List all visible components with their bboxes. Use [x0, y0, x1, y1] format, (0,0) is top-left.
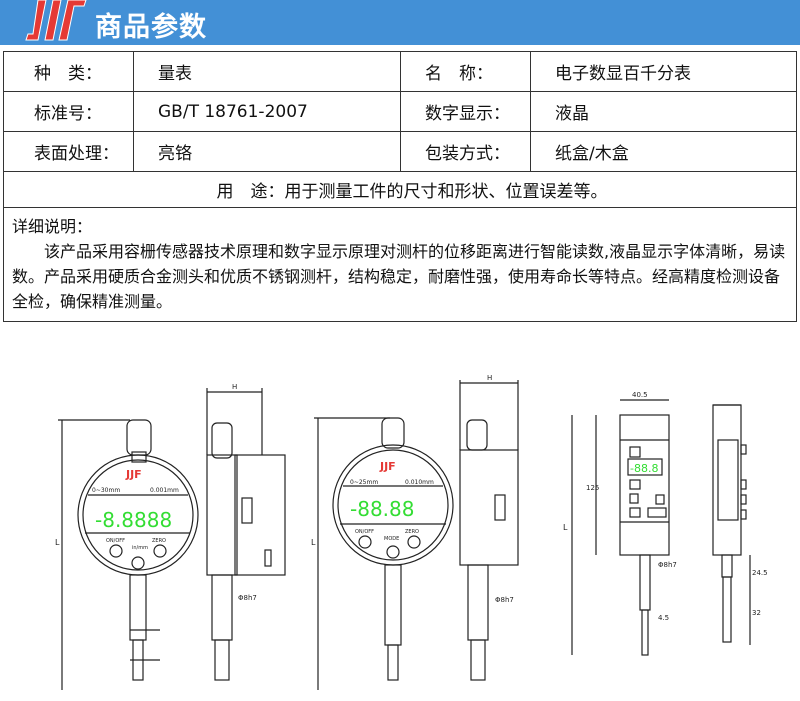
detail-title: 详细说明： — [12, 217, 93, 236]
height-dim-label: 125 — [586, 484, 599, 492]
width-dim-label: 40.5 — [632, 391, 648, 399]
lcd-reading: -88.8 — [630, 462, 658, 475]
spec-table: 种 类： 量表 名 称： 电子数显百千分表 标准号： GB/T 18761-20… — [3, 51, 797, 322]
lcd-reading: -8.8888 — [95, 508, 172, 532]
lcd-reading: -88.88 — [350, 497, 414, 521]
spec-label: 名 称： — [400, 51, 531, 92]
spec-label: 数字显示： — [400, 91, 531, 132]
gauge1-front-view: L JJF 0~30mm 0.001mm -8.8888 ON/OFF ZERO… — [55, 419, 199, 690]
spec-label: 包装方式： — [400, 131, 531, 172]
table-row: 表面处理： 亮铬 包装方式： 纸盒/木盒 — [3, 131, 797, 172]
dim-label: H — [487, 374, 492, 382]
table-row: 详细说明： 该产品采用容栅传感器技术原理和数字显示原理对测杆的位移距离进行智能读… — [3, 207, 797, 322]
button-label: MODE — [384, 536, 399, 542]
tip-dim-label: 4.5 — [658, 614, 669, 622]
page-title: 商品参数 — [95, 12, 207, 43]
dim-label: L — [311, 538, 316, 547]
dim-label: 24.5 — [752, 569, 768, 577]
gauge3-front-view: 40.5 125 L -88.8 Φ8h7 4.5 — [563, 391, 677, 656]
button-label: ON/OFF — [355, 529, 374, 535]
usage-text: 用 途：用于测量工件的尺寸和形状、位置误差等。 — [3, 171, 797, 208]
spec-label: 标准号： — [3, 91, 134, 132]
button-label: ZERO — [405, 529, 419, 535]
button-label: ON/OFF — [106, 538, 125, 544]
technical-drawings: L JJF 0~30mm 0.001mm -8.8888 ON/OFF ZERO… — [55, 374, 768, 690]
spec-value: 亮铬 — [133, 131, 401, 172]
range-label: 0~30mm — [92, 487, 120, 494]
brand-mark-icon: JJF — [125, 468, 142, 481]
spec-value: 量表 — [133, 51, 401, 92]
brand-logo-icon — [25, 0, 87, 41]
table-row: 种 类： 量表 名 称： 电子数显百千分表 — [3, 51, 797, 92]
dim-label: 32 — [752, 609, 761, 617]
spec-label: 表面处理： — [3, 131, 134, 172]
spec-label: 种 类： — [3, 51, 134, 92]
detail-text: 该产品采用容栅传感器技术原理和数字显示原理对测杆的位移距离进行智能读数,液晶显示… — [12, 242, 786, 311]
dim-label: H — [232, 383, 237, 391]
spec-value: GB/T 18761-2007 — [133, 91, 401, 132]
stem-dim-label: Φ8h7 — [495, 596, 514, 604]
stem-dim-label: Φ8h7 — [658, 561, 677, 569]
brand-mark-icon: JJF — [379, 460, 396, 473]
dim-label: L — [55, 538, 60, 547]
resolution-label: 0.010mm — [405, 479, 434, 486]
table-row: 用 途：用于测量工件的尺寸和形状、位置误差等。 — [3, 171, 797, 208]
spec-value: 纸盒/木盒 — [530, 131, 797, 172]
gauge1-side-view: H Φ8h7 — [206, 383, 286, 681]
range-label: 0~25mm — [350, 479, 378, 486]
button-label: ZERO — [152, 538, 166, 544]
gauge2-side-view: H Φ8h7 — [459, 374, 519, 681]
stem-dim-label: Φ8h7 — [238, 594, 257, 602]
button-label: in/mm — [132, 545, 148, 551]
spec-value: 电子数显百千分表 — [530, 51, 797, 92]
dim-label: L — [563, 523, 568, 532]
gauge3-side-view: 24.5 32 — [712, 404, 768, 645]
header-bar: 商品参数 — [0, 0, 800, 45]
table-row: 标准号： GB/T 18761-2007 数字显示： 液晶 — [3, 91, 797, 132]
gauge2-front-view: L JJF 0~25mm 0.010mm -88.88 ON/OFF ZERO … — [311, 417, 454, 690]
resolution-label: 0.001mm — [150, 487, 179, 494]
detail-cell: 详细说明： 该产品采用容栅传感器技术原理和数字显示原理对测杆的位移距离进行智能读… — [3, 207, 797, 322]
spec-value: 液晶 — [530, 91, 797, 132]
